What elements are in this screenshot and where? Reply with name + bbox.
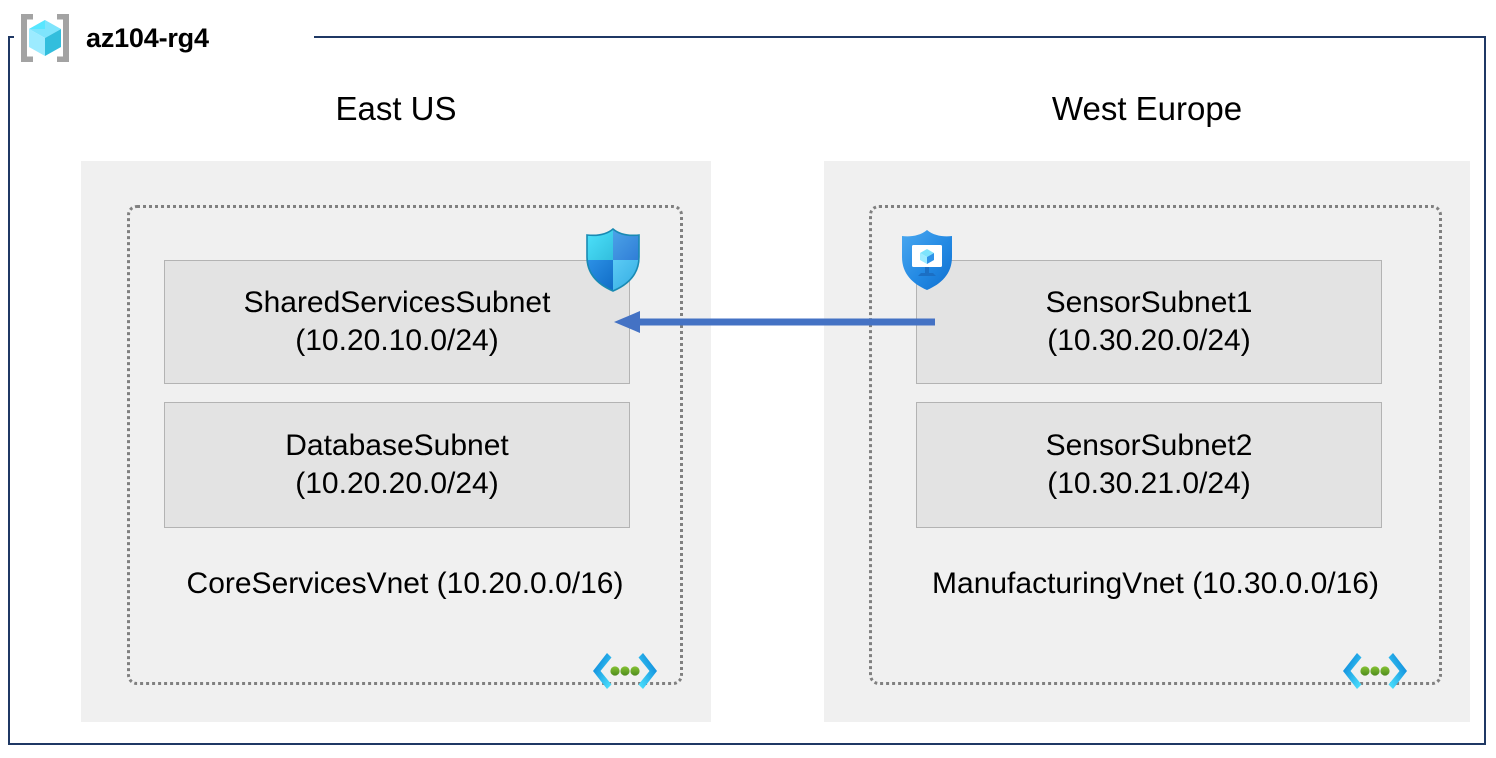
subnet-sensorsubnet1: SensorSubnet1 (10.30.20.0/24) (916, 260, 1382, 384)
subnet-cidr: (10.30.20.0/24) (1047, 324, 1251, 357)
defender-monitor-shield-icon (902, 230, 952, 290)
subnet-name: SensorSubnet2 (1045, 428, 1253, 462)
subnet-name: SharedServicesSubnet (243, 285, 551, 319)
subnet-sharedservicessubnet: SharedServicesSubnet (10.20.10.0/24) (164, 260, 630, 384)
vnet-name: ManufacturingVnet (932, 567, 1184, 600)
virtual-network-icon (1343, 653, 1407, 689)
vnet-cidr: (10.20.0.0/16) (436, 567, 624, 600)
region-label-east-us: East US (335, 90, 457, 127)
vnet-name: CoreServicesVnet (186, 567, 429, 600)
subnet-databasesubnet: DatabaseSubnet (10.20.20.0/24) (164, 402, 630, 528)
subnet-name: DatabaseSubnet (285, 428, 509, 462)
subnet-cidr: (10.30.21.0/24) (1047, 467, 1251, 500)
region-label-west-europe: West Europe (1051, 90, 1243, 127)
vnet-peering-arrow (614, 311, 935, 333)
vnet-boundary-coreservicesvnet (127, 205, 683, 685)
subnet-cidr: (10.20.20.0/24) (295, 467, 499, 500)
vnet-label-coreservicesvnet: CoreServicesVnet (10.20.0.0/16) (127, 565, 683, 603)
network-security-group-shield-icon (586, 227, 640, 292)
subnet-name: SensorSubnet1 (1045, 285, 1253, 319)
subnet-sensorsubnet2: SensorSubnet2 (10.30.21.0/24) (916, 402, 1382, 528)
resource-group-name: az104-rg4 (86, 22, 209, 53)
vnet-boundary-manufacturingvnet (869, 205, 1442, 685)
resource-group-cube-icon (21, 14, 69, 62)
virtual-network-icon (593, 653, 657, 689)
vnet-cidr: (10.30.0.0/16) (1192, 567, 1379, 600)
resource-group-frame (8, 36, 1486, 745)
vnet-label-manufacturingvnet: ManufacturingVnet (10.30.0.0/16) (869, 565, 1442, 603)
subnet-cidr: (10.20.10.0/24) (295, 324, 499, 357)
resource-group-header: az104-rg4 (14, 8, 209, 68)
